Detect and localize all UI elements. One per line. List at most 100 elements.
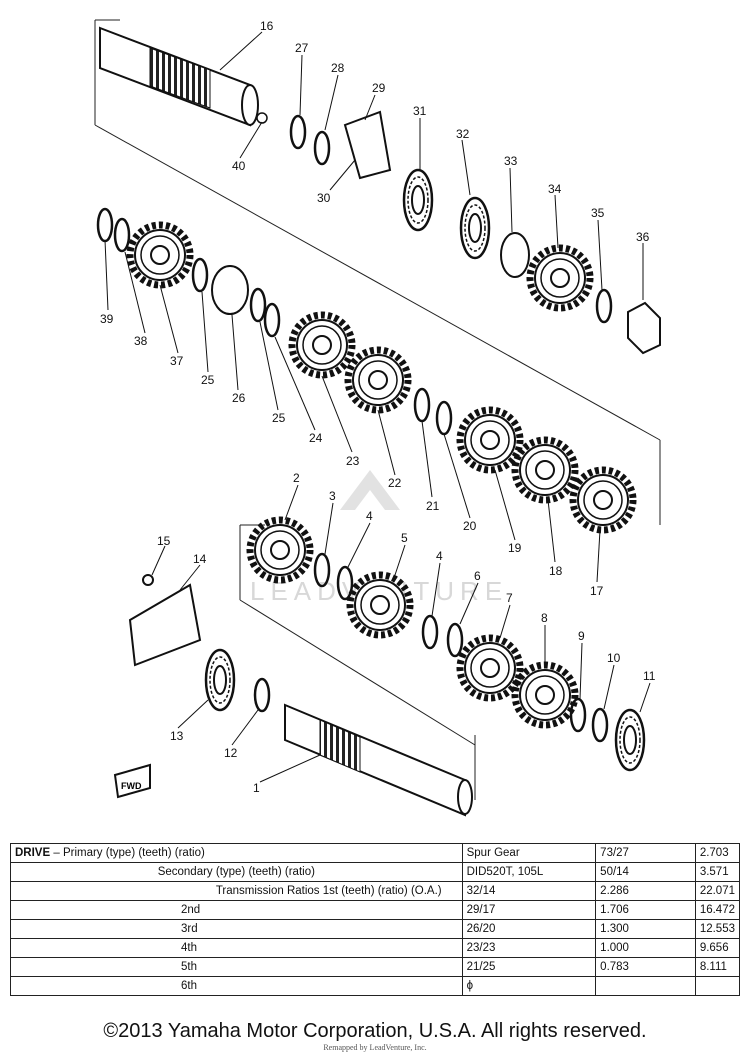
restamp-text: Remapped by LeadVenture, Inc.	[323, 1043, 427, 1052]
part-18-gear	[515, 440, 575, 500]
part-14-bearing-stopper	[128, 583, 202, 667]
callout-24: 24	[309, 431, 323, 445]
callout-25b: 25	[272, 411, 286, 425]
part-34-drive-sprocket	[530, 248, 590, 308]
part-4-circlip-b	[421, 614, 439, 650]
table-row: Transmission Ratios 1st (teeth) (ratio) …	[10, 881, 741, 901]
part-36-nut	[627, 301, 661, 355]
callout-7: 7	[506, 591, 513, 605]
callout-4: 4	[366, 509, 373, 523]
callout-21: 21	[426, 499, 440, 513]
spec-ratio: 1.300	[595, 919, 696, 939]
callout-15: 15	[157, 534, 171, 548]
part-21-circlip	[413, 387, 431, 423]
spec-overall-ratio: 16.472	[694, 900, 741, 920]
part-15-screw	[142, 574, 154, 586]
spec-label: DRIVE – Primary (type) (teeth) (ratio)	[10, 843, 463, 863]
part-32-oil-seal	[459, 196, 491, 260]
callout-33: 33	[504, 154, 518, 168]
spec-teeth: 73/27	[595, 843, 696, 863]
part-38-washer	[113, 217, 131, 253]
main-axle-shaft	[284, 703, 473, 817]
part-31-bearing	[402, 168, 434, 232]
spec-label: Transmission Ratios 1st (teeth) (ratio) …	[10, 881, 463, 901]
callout-28: 28	[331, 61, 345, 75]
callout-11: 11	[643, 669, 656, 683]
part-2-gear	[250, 520, 310, 580]
callout-25: 25	[201, 373, 215, 387]
part-28-washer	[313, 130, 331, 166]
callout-22: 22	[388, 476, 402, 490]
part-27-circlip	[289, 114, 307, 150]
callout-40: 40	[232, 159, 246, 173]
part-19-gear	[460, 410, 520, 470]
part-6-washer	[446, 622, 464, 658]
part-39-circlip	[96, 207, 114, 243]
spec-overall-ratio: 22.071	[694, 881, 741, 901]
callout-39: 39	[100, 312, 114, 326]
part-9-washer	[569, 697, 587, 733]
callout-37: 37	[170, 354, 184, 368]
callout-9: 9	[578, 629, 585, 643]
callout-5: 5	[401, 531, 408, 545]
callout-18: 18	[549, 564, 563, 578]
spec-overall-ratio	[694, 976, 741, 996]
part-35-lock-washer	[595, 288, 613, 324]
callout-19: 19	[508, 541, 522, 555]
callout-12: 12	[224, 746, 238, 760]
callout-10: 10	[607, 651, 621, 665]
leader-lines	[104, 31, 651, 783]
callout-13: 13	[170, 729, 184, 743]
callout-27: 27	[295, 41, 309, 55]
table-row: 4th 23/23 1.000 9.656	[10, 938, 741, 958]
callout-14: 14	[193, 552, 207, 566]
callout-3: 3	[329, 489, 336, 503]
spec-overall-ratio: 12.553	[694, 919, 741, 939]
callout-26: 26	[232, 391, 246, 405]
table-row: 3rd 26/20 1.300 12.553	[10, 919, 741, 939]
callout-6: 6	[474, 569, 481, 583]
table-row: Secondary (type) (teeth) (ratio) DID520T…	[10, 862, 741, 882]
part-10-circlip	[591, 707, 609, 743]
callout-38: 38	[134, 334, 148, 348]
part-20-washer	[435, 400, 453, 436]
spec-ratio: 2.703	[694, 843, 741, 863]
callout-34: 34	[548, 182, 562, 196]
spec-label: 2nd	[10, 900, 463, 920]
part-37-gear	[130, 225, 190, 285]
table-row: 6th ϕ	[10, 976, 741, 996]
group-frame-drive-axle	[94, 19, 661, 525]
part-17-gear	[573, 470, 633, 530]
spec-ratio: 1.706	[595, 900, 696, 920]
drive-axle-shaft	[99, 26, 268, 127]
callout-23: 23	[346, 454, 360, 468]
spec-type: Spur Gear	[461, 843, 597, 863]
callout-29: 29	[372, 81, 386, 95]
table-row: 5th 21/25 0.783 8.111	[10, 957, 741, 977]
spec-ratio: 0.783	[595, 957, 696, 977]
direction-marker-text: FWD	[121, 781, 142, 791]
part-22-gear	[348, 350, 408, 410]
callout-30: 30	[317, 191, 331, 205]
spec-ratio: 1.000	[595, 938, 696, 958]
callout-31: 31	[413, 104, 427, 118]
table-row: DRIVE – Primary (type) (teeth) (ratio) S…	[10, 843, 741, 863]
part-33-collar	[500, 232, 530, 278]
callout-35: 35	[591, 206, 605, 220]
spec-label: Secondary (type) (teeth) (ratio)	[10, 862, 463, 882]
callout-2: 2	[293, 471, 300, 485]
direction-marker: FWD	[113, 763, 151, 799]
copyright-text: ©2013 Yamaha Motor Corporation, U.S.A. A…	[103, 1020, 647, 1042]
spec-overall-ratio: 9.656	[694, 938, 741, 958]
callout-1: 1	[253, 781, 260, 795]
spec-teeth: 26/20	[461, 919, 597, 939]
transmission-exploded-diagram: LEADVENTURE	[94, 19, 661, 817]
spec-label: 4th	[10, 938, 463, 958]
spec-teeth: 50/14	[595, 862, 696, 882]
part-26-bushing	[211, 265, 249, 315]
spec-teeth: 29/17	[461, 900, 597, 920]
part-25-circlip	[191, 257, 209, 293]
part-12-circlip	[253, 677, 271, 713]
spec-ratio: 2.286	[595, 881, 696, 901]
part-25-circlip-b	[249, 287, 267, 323]
